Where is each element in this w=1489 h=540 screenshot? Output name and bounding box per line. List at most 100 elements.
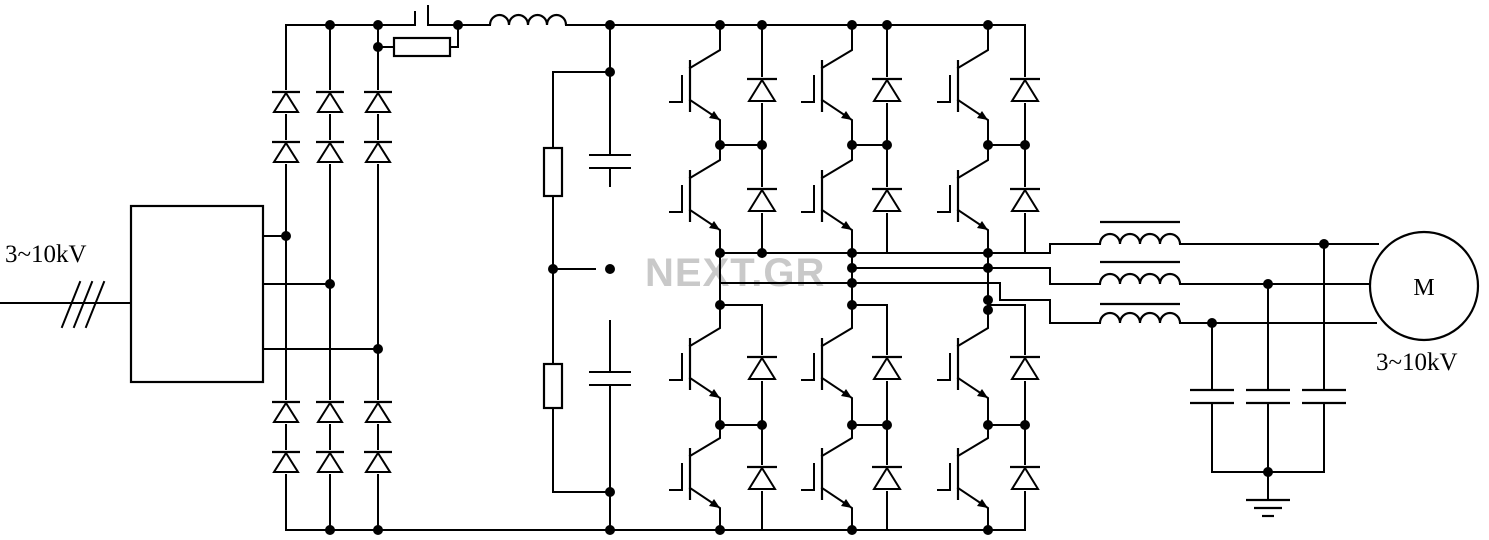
igbt-transistor [669, 144, 721, 254]
junction-dots [281, 20, 1329, 535]
junction-dot [847, 140, 857, 150]
freewheel-diode [719, 304, 777, 426]
junction-dot [453, 20, 463, 30]
junction-dot [882, 140, 892, 150]
freewheel-diode [719, 424, 777, 531]
junction-dot [882, 420, 892, 430]
junction-dot [847, 20, 857, 30]
igbt-transistor [669, 304, 721, 426]
rectifier-diode [363, 400, 393, 424]
dc-bus-top [285, 24, 1026, 48]
junction-dot [1263, 279, 1273, 289]
igbt-transistor [937, 144, 989, 254]
igbt-transistor [937, 24, 989, 146]
freewheel-diode [719, 144, 777, 254]
junction-dot [983, 248, 993, 258]
junction-dot [281, 231, 291, 241]
freewheel-diode [851, 424, 902, 531]
watermark: NEXT.GR [645, 251, 825, 295]
junction-dot [373, 42, 383, 52]
junction-dot [983, 20, 993, 30]
output-reactors [1098, 220, 1379, 324]
precharge-switch [414, 5, 441, 26]
rectifier-diode [363, 90, 393, 114]
junction-dot [983, 263, 993, 273]
junction-dot [605, 67, 615, 77]
junction-dot [715, 248, 725, 258]
junction-dot [1319, 239, 1329, 249]
junction-dot [882, 20, 892, 30]
junction-dot [325, 525, 335, 535]
junction-dot [715, 140, 725, 150]
junction-dot [757, 248, 767, 258]
junction-dot [847, 420, 857, 430]
balancing-resistor-top [542, 146, 564, 198]
igbt-transistor [801, 144, 853, 254]
junction-dot [715, 20, 725, 30]
junction-dot [373, 344, 383, 354]
ground-icon [1246, 498, 1290, 518]
junction-dot [605, 264, 615, 274]
precharge-resistor [392, 36, 452, 58]
junction-dot [373, 20, 383, 30]
rectifier-diode [315, 90, 345, 114]
junction-dot [983, 305, 993, 315]
junction-dot [1020, 140, 1030, 150]
igbt-transistor [937, 424, 989, 531]
junction-dot [605, 20, 615, 30]
input-transformer-box [129, 204, 265, 384]
rectifier-diode [315, 400, 345, 424]
rectifier-diode [271, 450, 301, 474]
igbt-transistor [801, 24, 853, 146]
output-voltage-label: 3~10kV [1376, 349, 1458, 376]
igbt-transistor [801, 304, 853, 426]
junction-dot [1020, 420, 1030, 430]
junction-dot [757, 420, 767, 430]
igbt-transistor [669, 24, 721, 146]
junction-dot [847, 248, 857, 258]
rectifier-diode [363, 450, 393, 474]
junction-dot [715, 525, 725, 535]
junction-dot [757, 140, 767, 150]
junction-dot [1263, 467, 1273, 477]
igbt-transistor [669, 424, 721, 531]
freewheel-diode [987, 304, 1040, 426]
rectifier-diodes [271, 90, 393, 474]
freewheel-diode [987, 24, 1040, 146]
junction-dot [325, 279, 335, 289]
rectifier-diode [315, 450, 345, 474]
igbt-inverter [669, 24, 1040, 531]
input-voltage-label: 3~10kV [5, 241, 87, 268]
rectifier-diode [271, 90, 301, 114]
junction-dot [983, 140, 993, 150]
inverter-leg [801, 24, 902, 531]
inverter-leg [669, 24, 777, 531]
rectifier-diode [363, 140, 393, 164]
balancing-resistor-bottom [542, 362, 564, 410]
junction-dot [1207, 318, 1217, 328]
freewheel-diode [719, 24, 777, 146]
freewheel-diode [851, 144, 902, 254]
freewheel-diode [987, 144, 1040, 254]
freewheel-diode [851, 24, 902, 146]
junction-dot [325, 20, 335, 30]
junction-dot [847, 525, 857, 535]
junction-dot [715, 300, 725, 310]
motor-label: M [1413, 275, 1434, 301]
junction-dot [983, 420, 993, 430]
output-phase-lines [719, 243, 1101, 324]
inverter-leg [937, 24, 1040, 531]
input-line [0, 280, 132, 329]
motor [1368, 230, 1480, 342]
junction-dot [847, 263, 857, 273]
transformer-outputs [262, 235, 379, 350]
freewheel-diode [987, 424, 1040, 531]
junction-dot [548, 264, 558, 274]
junction-dot [605, 525, 615, 535]
junction-dot [847, 278, 857, 288]
igbt-transistor [937, 304, 989, 426]
igbt-transistor [801, 424, 853, 531]
freewheel-diode [851, 304, 902, 426]
junction-dot [373, 525, 383, 535]
